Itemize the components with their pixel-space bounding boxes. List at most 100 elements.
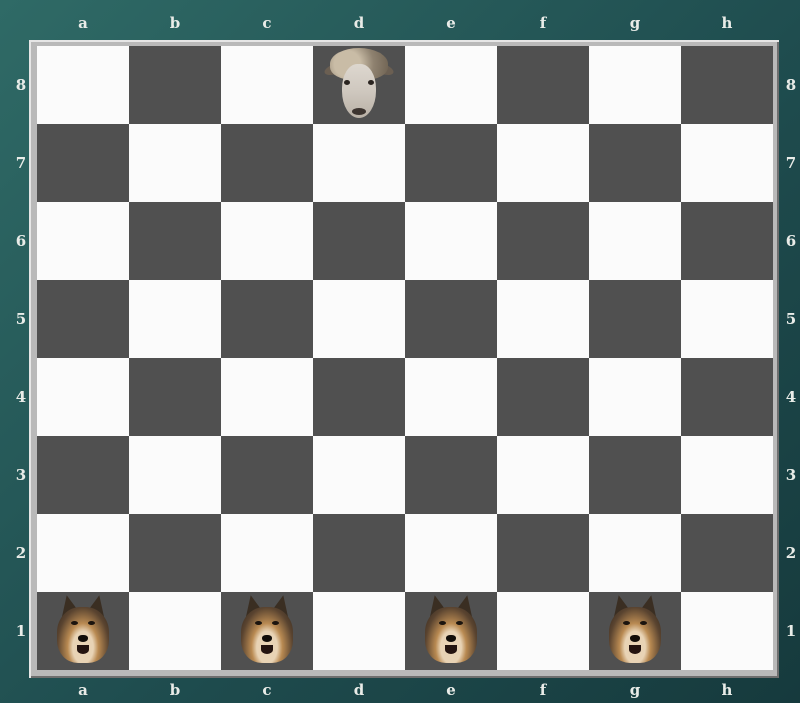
rank-label-left: 4 xyxy=(14,387,28,407)
square-g1[interactable] xyxy=(589,592,681,670)
square-c4[interactable] xyxy=(221,358,313,436)
square-a6[interactable] xyxy=(37,202,129,280)
square-g6[interactable] xyxy=(589,202,681,280)
square-b1[interactable] xyxy=(129,592,221,670)
square-c6[interactable] xyxy=(221,202,313,280)
file-label-bottom: c xyxy=(221,680,313,700)
square-a3[interactable] xyxy=(37,436,129,514)
wolf-icon[interactable] xyxy=(605,595,665,667)
square-f5[interactable] xyxy=(497,280,589,358)
square-b8[interactable] xyxy=(129,46,221,124)
square-c1[interactable] xyxy=(221,592,313,670)
square-g8[interactable] xyxy=(589,46,681,124)
rank-label-left: 8 xyxy=(14,75,28,95)
square-c2[interactable] xyxy=(221,514,313,592)
square-e8[interactable] xyxy=(405,46,497,124)
rank-label-right: 3 xyxy=(784,465,798,485)
file-label-bottom: g xyxy=(589,680,681,700)
square-e5[interactable] xyxy=(405,280,497,358)
square-e4[interactable] xyxy=(405,358,497,436)
file-label-top: c xyxy=(221,13,313,33)
square-b5[interactable] xyxy=(129,280,221,358)
rank-label-left: 5 xyxy=(14,309,28,329)
square-f8[interactable] xyxy=(497,46,589,124)
square-b3[interactable] xyxy=(129,436,221,514)
square-g5[interactable] xyxy=(589,280,681,358)
rank-label-left: 3 xyxy=(14,465,28,485)
rank-label-right: 5 xyxy=(784,309,798,329)
square-b4[interactable] xyxy=(129,358,221,436)
square-g2[interactable] xyxy=(589,514,681,592)
file-label-bottom: b xyxy=(129,680,221,700)
game-board xyxy=(37,46,773,670)
square-d2[interactable] xyxy=(313,514,405,592)
square-d4[interactable] xyxy=(313,358,405,436)
square-d6[interactable] xyxy=(313,202,405,280)
square-h5[interactable] xyxy=(681,280,773,358)
rank-label-right: 8 xyxy=(784,75,798,95)
square-a7[interactable] xyxy=(37,124,129,202)
rank-label-left: 7 xyxy=(14,153,28,173)
file-label-bottom: e xyxy=(405,680,497,700)
square-a5[interactable] xyxy=(37,280,129,358)
square-d8[interactable] xyxy=(313,46,405,124)
square-h6[interactable] xyxy=(681,202,773,280)
file-label-top: f xyxy=(497,13,589,33)
file-label-top: h xyxy=(681,13,773,33)
file-label-top: d xyxy=(313,13,405,33)
square-f4[interactable] xyxy=(497,358,589,436)
square-c5[interactable] xyxy=(221,280,313,358)
square-b7[interactable] xyxy=(129,124,221,202)
rank-label-left: 6 xyxy=(14,231,28,251)
square-e1[interactable] xyxy=(405,592,497,670)
file-label-bottom: h xyxy=(681,680,773,700)
square-e3[interactable] xyxy=(405,436,497,514)
square-h2[interactable] xyxy=(681,514,773,592)
file-label-top: b xyxy=(129,13,221,33)
square-e6[interactable] xyxy=(405,202,497,280)
file-label-top: e xyxy=(405,13,497,33)
square-f7[interactable] xyxy=(497,124,589,202)
square-f2[interactable] xyxy=(497,514,589,592)
file-label-bottom: d xyxy=(313,680,405,700)
square-h7[interactable] xyxy=(681,124,773,202)
square-b6[interactable] xyxy=(129,202,221,280)
square-c7[interactable] xyxy=(221,124,313,202)
square-c8[interactable] xyxy=(221,46,313,124)
square-c3[interactable] xyxy=(221,436,313,514)
wolf-icon[interactable] xyxy=(421,595,481,667)
wolf-icon[interactable] xyxy=(237,595,297,667)
file-label-bottom: a xyxy=(37,680,129,700)
square-h1[interactable] xyxy=(681,592,773,670)
square-a2[interactable] xyxy=(37,514,129,592)
square-f3[interactable] xyxy=(497,436,589,514)
square-g7[interactable] xyxy=(589,124,681,202)
square-g3[interactable] xyxy=(589,436,681,514)
rank-label-left: 1 xyxy=(14,621,28,641)
square-a4[interactable] xyxy=(37,358,129,436)
square-e2[interactable] xyxy=(405,514,497,592)
sheep-icon[interactable] xyxy=(324,48,394,122)
square-a8[interactable] xyxy=(37,46,129,124)
square-b2[interactable] xyxy=(129,514,221,592)
rank-label-right: 7 xyxy=(784,153,798,173)
file-label-bottom: f xyxy=(497,680,589,700)
square-f6[interactable] xyxy=(497,202,589,280)
square-h4[interactable] xyxy=(681,358,773,436)
square-a1[interactable] xyxy=(37,592,129,670)
square-e7[interactable] xyxy=(405,124,497,202)
square-g4[interactable] xyxy=(589,358,681,436)
square-f1[interactable] xyxy=(497,592,589,670)
rank-label-right: 6 xyxy=(784,231,798,251)
rank-label-left: 2 xyxy=(14,543,28,563)
square-d3[interactable] xyxy=(313,436,405,514)
square-h8[interactable] xyxy=(681,46,773,124)
rank-label-right: 4 xyxy=(784,387,798,407)
square-h3[interactable] xyxy=(681,436,773,514)
square-d7[interactable] xyxy=(313,124,405,202)
square-d5[interactable] xyxy=(313,280,405,358)
wolf-icon[interactable] xyxy=(53,595,113,667)
file-label-top: g xyxy=(589,13,681,33)
rank-label-right: 2 xyxy=(784,543,798,563)
square-d1[interactable] xyxy=(313,592,405,670)
